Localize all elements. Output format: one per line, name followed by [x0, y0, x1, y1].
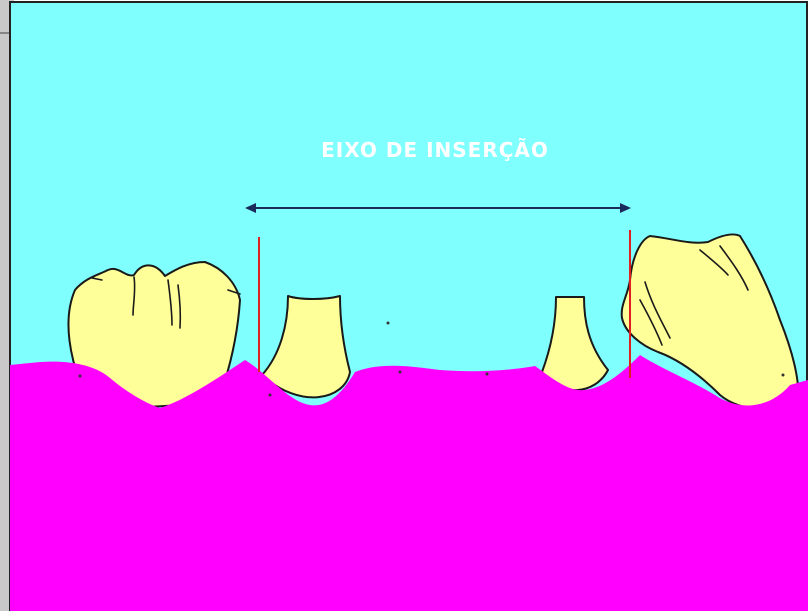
right-molar-groove [719, 245, 749, 291]
left-molar-groove [167, 279, 173, 326]
speckle [781, 373, 785, 377]
right-molar-groove [644, 281, 671, 339]
right-abutment-tooth [541, 296, 609, 392]
double-arrow [245, 203, 631, 213]
left-abutment-tooth [261, 295, 351, 399]
gum-ridge [10, 355, 808, 611]
left-molar-groove [91, 277, 103, 281]
speckle [398, 370, 402, 374]
speckle [485, 372, 489, 376]
diagram-title: EIXO DE INSERÇÃO [321, 138, 549, 162]
speckle [386, 321, 390, 325]
right-molar-groove [639, 299, 663, 346]
right-tilted-molar-tooth [620, 233, 800, 411]
left-molar-groove [132, 276, 136, 316]
speckle [268, 393, 272, 397]
right-molar-groove [699, 249, 729, 276]
left-molar-groove [177, 284, 182, 329]
left-molar-groove [227, 289, 241, 295]
speckle [78, 374, 82, 378]
